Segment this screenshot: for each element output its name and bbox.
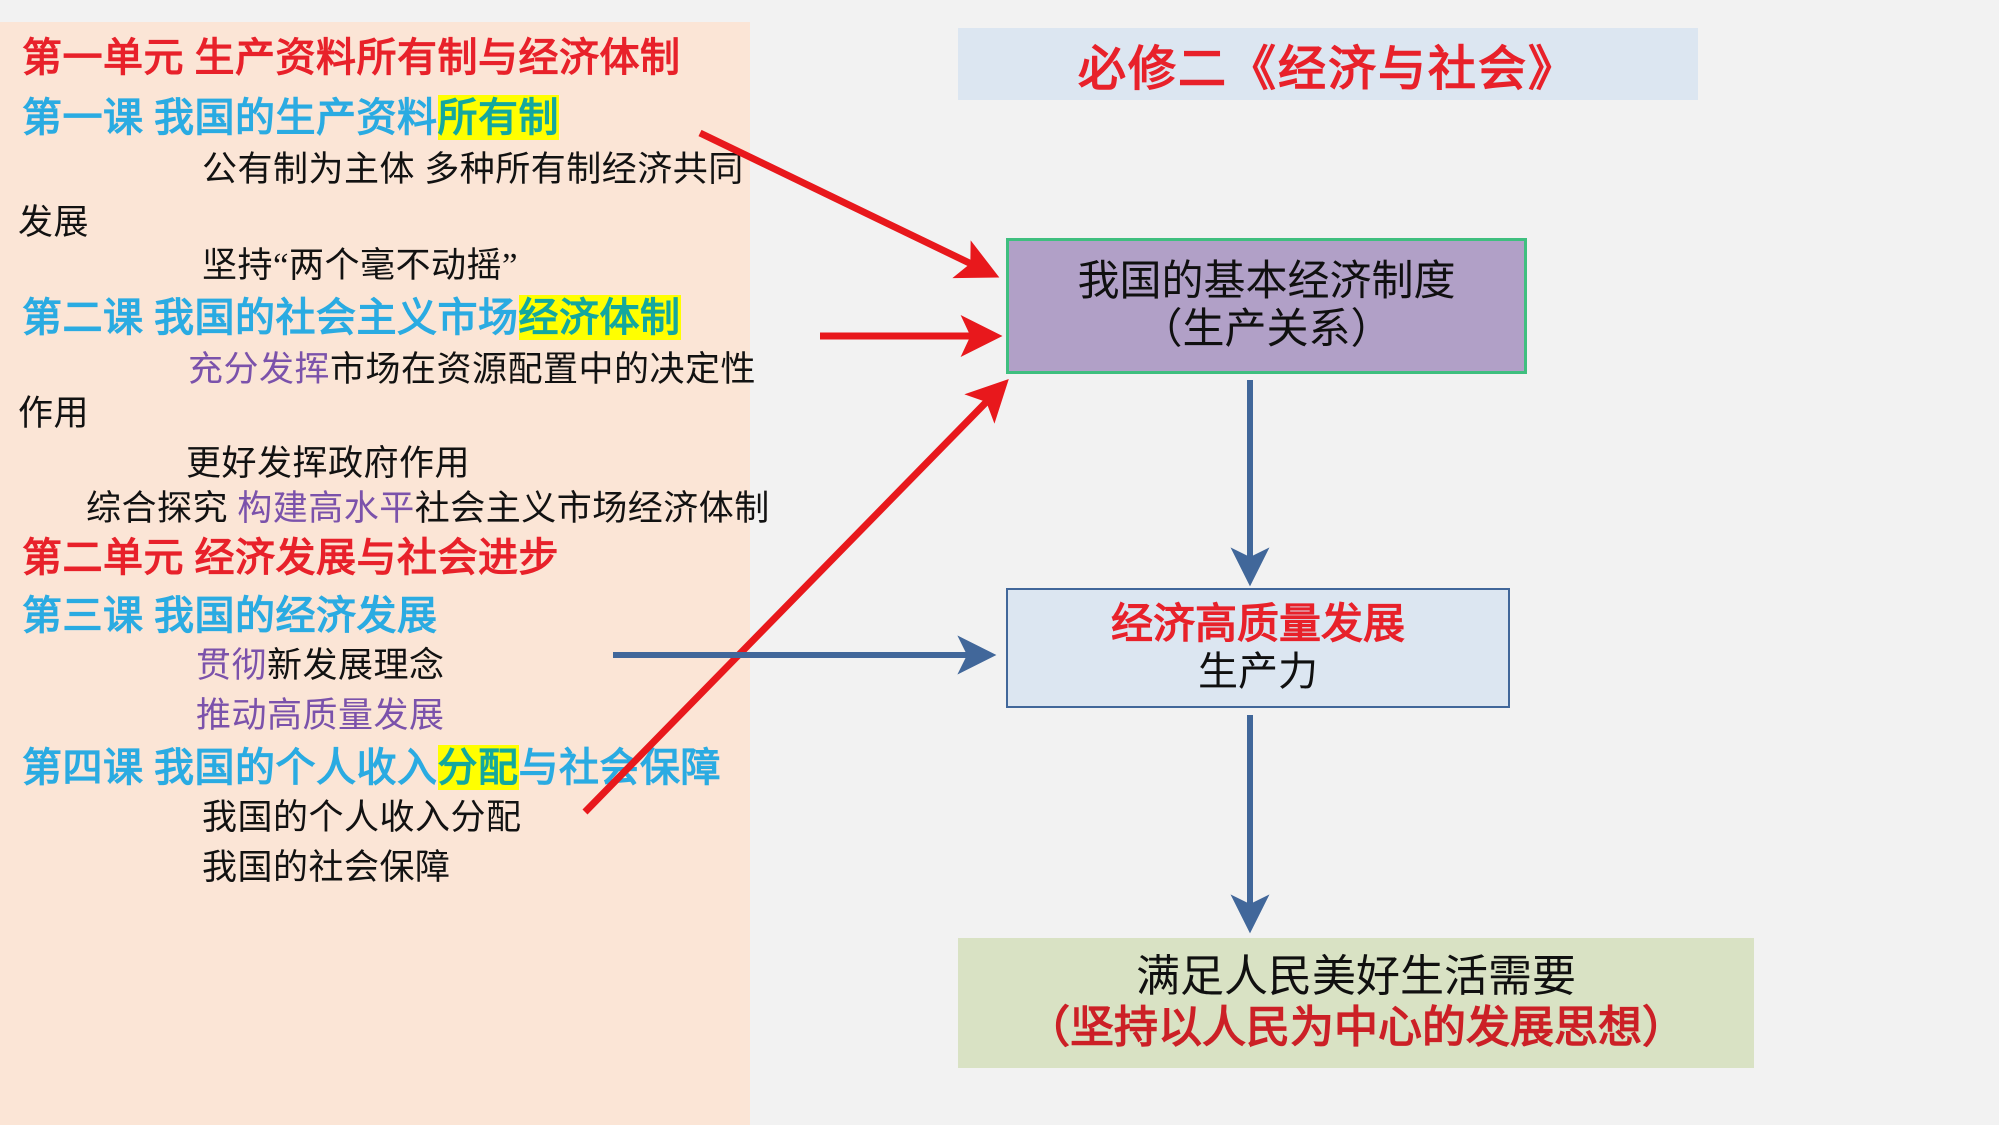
slide-title-text: 必修二《经济与社会》 (1077, 43, 1578, 96)
lesson-1-highlight: 所有制 (437, 95, 559, 140)
lesson-1-sub-1-line-1: 公有制为主体 多种所有制经济共同 (202, 150, 744, 189)
unit-1-heading: 第一单元 生产资料所有制与经济体制 (22, 35, 681, 80)
lesson-2-sub-2: 更好发挥政府作用 (186, 444, 471, 483)
lesson-2-sub-3-rest: 社会主义市场经济体制 (414, 489, 770, 528)
lesson-4-sub-2: 我国的社会保障 (202, 848, 451, 887)
basic-economic-system-line-1: 我国的基本经济制度 (1077, 258, 1456, 305)
lesson-2-heading: 第二课 我国的社会主义市场经济体制 (22, 295, 681, 340)
lesson-1-text: 第一课 我国的生产资料 (22, 95, 438, 140)
lesson-2-sub-1-accent: 充分发挥 (188, 350, 331, 389)
people-needs-line-2: （坚持以人民为中心的发展思想） (1026, 1003, 1686, 1052)
people-needs-box: 满足人民美好生活需要 （坚持以人民为中心的发展思想） (958, 938, 1754, 1068)
lesson-3-sub-1-rest: 新发展理念 (267, 646, 445, 685)
lesson-2-sub-1-rest: 市场在资源配置中的决定性 (330, 350, 757, 389)
lesson-2-highlight: 经济体制 (518, 295, 681, 340)
lesson-2-sub-3-accent: 构建高水平 (237, 489, 415, 528)
unit-2-heading: 第二单元 经济发展与社会进步 (22, 535, 559, 580)
lesson-1-sub-2: 坚持“两个毫不动摇” (202, 246, 519, 285)
lesson-3-sub-2: 推动高质量发展 (196, 696, 445, 735)
lesson-4-heading: 第四课 我国的个人收入分配与社会保障 (22, 745, 721, 790)
lesson-4-highlight: 分配 (437, 745, 519, 790)
basic-economic-system-line-2: （生产关系） (1140, 307, 1393, 353)
lesson-2-sub-1-line-1: 充分发挥市场在资源配置中的决定性 (188, 352, 756, 387)
lesson-4-text-tail: 与社会保障 (518, 745, 721, 790)
lesson-3-sub-1: 贯彻新发展理念 (196, 648, 445, 683)
lesson-1-sub-1-line-2: 发展 (18, 203, 90, 242)
basic-economic-system-box: 我国的基本经济制度 （生产关系） (1006, 238, 1527, 374)
lesson-2-sub-1-line-2: 作用 (18, 394, 90, 433)
lesson-4-text: 第四课 我国的个人收入 (22, 745, 438, 790)
lesson-2-text: 第二课 我国的社会主义市场 (22, 295, 519, 340)
lesson-4-sub-1: 我国的个人收入分配 (202, 798, 522, 837)
slide-title-box: 必修二《经济与社会》 (958, 28, 1698, 100)
comprehensive-inquiry-label: 综合探究 (86, 489, 238, 528)
lesson-3-heading: 第三课 我国的经济发展 (22, 593, 438, 638)
lesson-3-sub-1-accent: 贯彻 (196, 646, 268, 685)
high-quality-development-box: 经济高质量发展 生产力 (1006, 588, 1510, 708)
people-needs-line-1: 满足人民美好生活需要 (1136, 952, 1576, 1002)
high-quality-development-line-1: 经济高质量发展 (1110, 601, 1405, 648)
high-quality-development-line-2: 生产力 (1198, 649, 1318, 695)
lesson-1-heading: 第一课 我国的生产资料所有制 (22, 95, 559, 140)
lesson-2-sub-3: 综合探究 构建高水平社会主义市场经济体制 (86, 491, 770, 526)
